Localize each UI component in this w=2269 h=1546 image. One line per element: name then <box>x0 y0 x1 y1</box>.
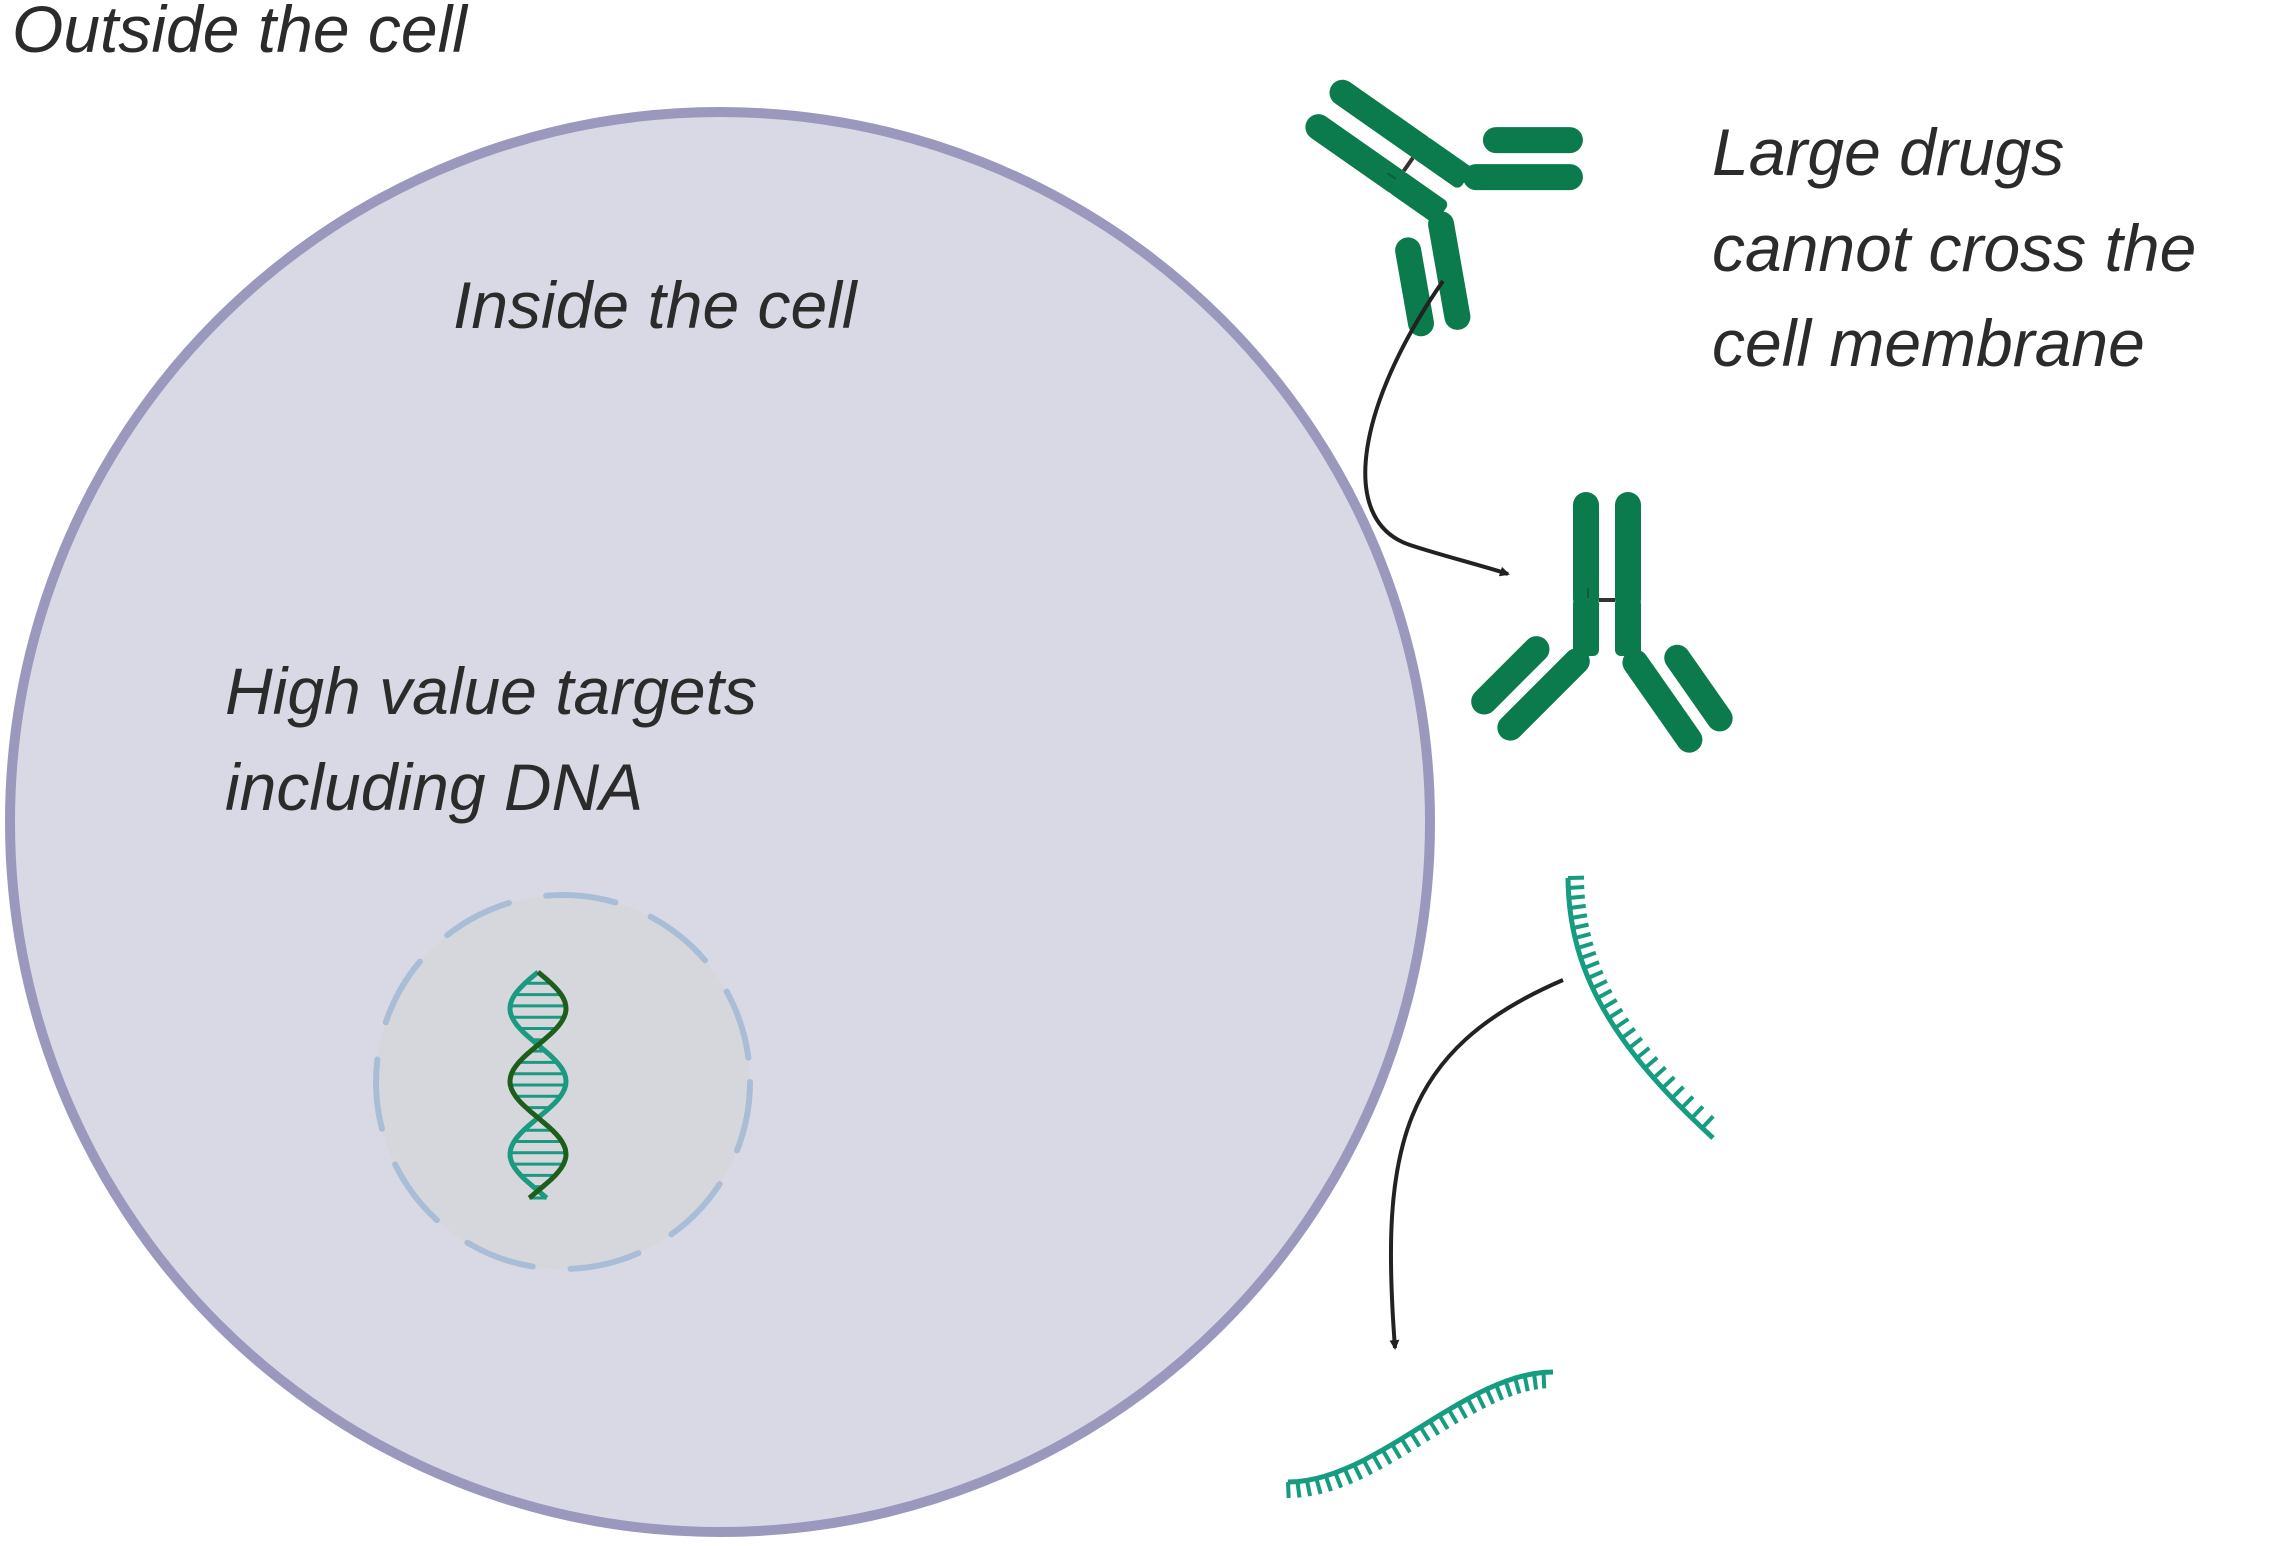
outside-label-text: Outside the cell <box>12 0 467 78</box>
drugs-label: Large drugs cannot cross the cell membra… <box>1712 105 2196 392</box>
targets-line-1: High value targets <box>225 644 757 740</box>
arrow <box>1365 281 1508 574</box>
drugs-line-2: cannot cross the <box>1712 201 2196 297</box>
arrow <box>1391 980 1563 1348</box>
inside-label-text: Inside the cell <box>453 258 857 354</box>
targets-label: High value targets including DNA <box>225 644 757 835</box>
antibody-icon <box>1466 492 1738 758</box>
inside-label: Inside the cell <box>453 258 857 354</box>
drugs-line-3: cell membrane <box>1712 296 2196 392</box>
drugs-line-1: Large drugs <box>1712 105 2196 201</box>
targets-line-2: including DNA <box>225 740 757 836</box>
outside-label: Outside the cell <box>12 0 467 78</box>
rna-strand-icon <box>1288 1372 1553 1498</box>
rna-strand-icon <box>1568 878 1713 1138</box>
dna-helix-icon <box>510 972 566 1198</box>
antibody-icon <box>1239 0 1613 371</box>
nucleus <box>376 895 750 1269</box>
